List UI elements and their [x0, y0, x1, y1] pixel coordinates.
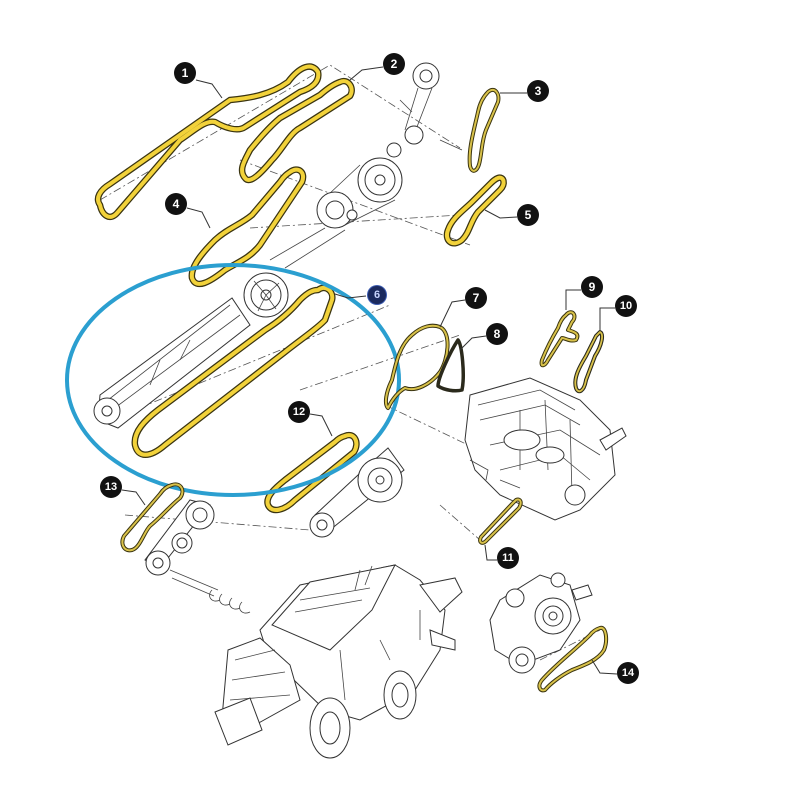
belt-1[interactable]: [94, 63, 322, 221]
engine-accessory-drive[interactable]: [489, 572, 593, 674]
auger-drive-pulleys[interactable]: [144, 499, 215, 576]
callout-2[interactable]: 2: [383, 53, 405, 75]
callout-5[interactable]: 5: [517, 204, 539, 226]
belt-5[interactable]: [443, 174, 507, 247]
belt-7[interactable]: [383, 323, 450, 410]
callout-12[interactable]: 12: [288, 401, 310, 423]
belt-8[interactable]: [436, 338, 465, 393]
callout-14[interactable]: 14: [617, 662, 639, 684]
belt-13[interactable]: [120, 482, 185, 553]
callout-11[interactable]: 11: [497, 547, 519, 569]
callout-7[interactable]: 7: [465, 287, 487, 309]
belt-10[interactable]: [573, 330, 605, 394]
callout-9[interactable]: 9: [581, 276, 603, 298]
belt-9[interactable]: [539, 310, 580, 368]
engine-block[interactable]: [464, 377, 627, 521]
tensioner-pulley-assembly[interactable]: [269, 62, 463, 269]
elevator-drive-arm[interactable]: [93, 272, 289, 429]
belt-3[interactable]: [467, 87, 501, 173]
callout-10[interactable]: 10: [615, 295, 637, 317]
belt-2[interactable]: [238, 77, 355, 184]
highlight-ellipse: [65, 263, 401, 497]
belt-6[interactable]: [131, 284, 336, 458]
callout-13[interactable]: 13: [100, 476, 122, 498]
belt-14[interactable]: [537, 625, 609, 693]
belt-12[interactable]: [264, 431, 360, 514]
combine-harvester[interactable]: [214, 564, 463, 759]
callout-1[interactable]: 1: [174, 62, 196, 84]
leader-lines: [121, 66, 618, 675]
belt-11[interactable]: [478, 497, 523, 545]
pulley-pair[interactable]: [309, 447, 405, 538]
callout-4[interactable]: 4: [165, 193, 187, 215]
unloading-auger[interactable]: [169, 569, 251, 614]
callout-6-highlighted[interactable]: 6: [368, 286, 386, 304]
callout-3[interactable]: 3: [527, 80, 549, 102]
belt-4[interactable]: [188, 166, 307, 288]
callout-8[interactable]: 8: [486, 323, 508, 345]
